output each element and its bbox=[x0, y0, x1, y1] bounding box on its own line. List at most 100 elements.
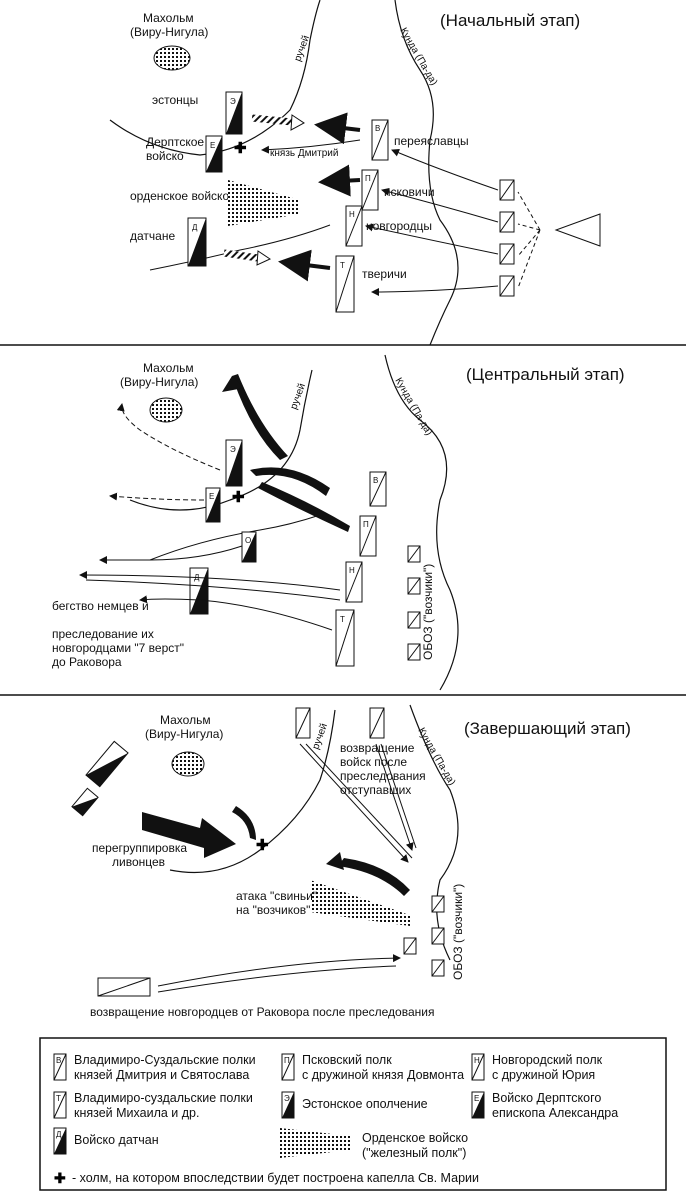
svg-text:Т: Т bbox=[340, 615, 345, 624]
svg-text:П: П bbox=[284, 1056, 290, 1065]
river-line bbox=[409, 704, 459, 961]
reserve-units bbox=[499, 179, 515, 297]
baggage-train-final bbox=[403, 895, 445, 977]
attack-arrow bbox=[278, 249, 331, 282]
panel-initial-stage: (Начальный этап) Махольм (Виру-Нигула) р… bbox=[109, 0, 601, 346]
march-arrow bbox=[381, 187, 499, 223]
return-arrow bbox=[375, 743, 414, 851]
legend-item-order: Орденское войско ("железный полк") bbox=[280, 1128, 468, 1160]
chapel-cross-icon: ✚ bbox=[54, 1170, 66, 1186]
svg-text:Эстонское ополчение: Эстонское ополчение bbox=[302, 1097, 428, 1111]
novgorod-return-arrow bbox=[157, 954, 401, 987]
main-advance-arrow bbox=[554, 213, 601, 247]
hill-name: Махольм bbox=[143, 11, 194, 25]
hill-marker bbox=[153, 45, 191, 71]
unit-estonians: Э bbox=[225, 91, 243, 135]
svg-text:В: В bbox=[56, 1056, 61, 1065]
label-flight-4: до Раковора bbox=[52, 655, 122, 669]
legend-item-dorpat: Е Войско Дерптского епископа Александра bbox=[471, 1091, 618, 1120]
svg-text:епископа Александра: епископа Александра bbox=[492, 1106, 618, 1120]
regroup-curl bbox=[232, 806, 256, 840]
attack-arrow bbox=[318, 164, 361, 197]
unit-order-central: О bbox=[241, 531, 257, 563]
svg-text:П: П bbox=[365, 174, 371, 183]
stage-title-final: (Завершающий этап) bbox=[464, 719, 631, 738]
regroup-arrow bbox=[142, 812, 236, 858]
unit-v-central: В bbox=[369, 471, 387, 507]
hill-name: Махольм bbox=[143, 361, 194, 375]
unit-t-central: Т bbox=[335, 609, 355, 667]
river-line bbox=[394, 0, 459, 346]
unit-pskov: П bbox=[361, 169, 379, 211]
unit-regroup bbox=[71, 740, 129, 817]
label-regroup-2: ливонцев bbox=[112, 855, 165, 869]
legend: В Владимиро-Суздальские полки князей Дми… bbox=[39, 1037, 667, 1191]
retreat-path bbox=[116, 403, 221, 471]
label-return-1: возвращение bbox=[340, 741, 415, 755]
prince-dmitry-arrow bbox=[261, 139, 361, 154]
svg-text:Е: Е bbox=[210, 141, 215, 150]
baggage-train-label: ОБОЗ ("возчики") bbox=[421, 564, 435, 660]
chapel-cross-icon: ✚ bbox=[256, 837, 269, 854]
svg-text:с дружиной Юрия: с дружиной Юрия bbox=[492, 1068, 595, 1082]
stream-line bbox=[109, 0, 321, 156]
svg-text:Э: Э bbox=[284, 1094, 290, 1103]
hill-marker bbox=[171, 751, 205, 777]
attack-wedge bbox=[232, 374, 288, 460]
pursuit-path bbox=[85, 579, 341, 601]
svg-text:Э: Э bbox=[230, 445, 236, 454]
pursuit-path bbox=[139, 595, 333, 631]
svg-text:Е: Е bbox=[209, 492, 214, 501]
stage-title-initial: (Начальный этап) bbox=[440, 11, 580, 30]
hill-alt-name: (Виру-Нигула) bbox=[145, 727, 223, 741]
label-dorpat-1: Дерптское bbox=[146, 135, 204, 149]
arrowhead bbox=[222, 376, 244, 392]
baggage-train-central bbox=[407, 545, 421, 661]
label-regroup-1: перегруппировка bbox=[92, 841, 187, 855]
stream-label: ручей bbox=[310, 722, 330, 751]
retreat-path bbox=[109, 492, 205, 501]
label-pig-1: атака "свиньи" bbox=[236, 889, 317, 903]
svg-text:Владимиро-суздальские полки: Владимиро-суздальские полки bbox=[74, 1091, 253, 1105]
svg-text:Е: Е bbox=[474, 1094, 479, 1103]
unit-dorpat: Е bbox=[205, 135, 223, 173]
legend-item-v: В Владимиро-Суздальские полки князей Дми… bbox=[53, 1053, 256, 1082]
svg-text:Орденское войско: Орденское войско bbox=[362, 1131, 468, 1145]
order-wedge-pig bbox=[310, 880, 412, 926]
stage-title-central: (Центральный этап) bbox=[466, 365, 625, 384]
pig-attack-arrow bbox=[338, 858, 410, 896]
novgorod-return-arrow bbox=[157, 965, 397, 993]
svg-text:князей Дмитрия и Святослава: князей Дмитрия и Святослава bbox=[74, 1068, 249, 1082]
label-return-4: отступавших bbox=[340, 783, 411, 797]
label-dorpat-2: войско bbox=[146, 149, 184, 163]
legend-item-cross: ✚ - холм, на котором впоследствии будет … bbox=[54, 1170, 479, 1186]
arrowhead bbox=[290, 114, 305, 131]
panel-central-stage: (Центральный этап) Махольм (Виру-Нигула)… bbox=[52, 354, 625, 691]
unit-danes-central: Д bbox=[189, 567, 209, 615]
unit-tver: Т bbox=[335, 255, 355, 313]
river-label: Кунда (Па-да) bbox=[397, 26, 439, 88]
hill-alt-name: (Виру-Нигула) bbox=[130, 25, 208, 39]
panel-final-stage: (Завершающий этап) Махольм (Виру-Нигула)… bbox=[71, 704, 631, 1019]
label-tver: тверичи bbox=[362, 267, 407, 281]
unit-novgorod-return bbox=[97, 977, 151, 997]
terrain-line bbox=[149, 224, 331, 271]
label-danes: датчане bbox=[130, 229, 175, 243]
svg-text:Н: Н bbox=[349, 566, 355, 575]
svg-text:Войско Дерптского: Войско Дерптского bbox=[492, 1091, 601, 1105]
stream-line bbox=[129, 369, 313, 511]
pursuit-path bbox=[79, 571, 341, 591]
label-novgorod-return: возвращение новгородцев от Раковора посл… bbox=[90, 1005, 434, 1019]
legend-item-p: П Псковский полк с дружиной князя Довмон… bbox=[281, 1053, 464, 1082]
svg-text:Д: Д bbox=[192, 223, 198, 232]
unit-novgorod: Н bbox=[345, 205, 363, 247]
label-order: орденское войско bbox=[130, 189, 229, 203]
legend-frame bbox=[39, 1037, 667, 1191]
river-label: Кунда (Па-да) bbox=[392, 376, 434, 438]
legend-item-n: Н Новгородский полк с дружиной Юрия bbox=[471, 1053, 603, 1082]
attack-wedge bbox=[250, 467, 330, 496]
svg-text:Войско датчан: Войско датчан bbox=[74, 1133, 159, 1147]
unit-n-central: Н bbox=[345, 561, 363, 603]
svg-text:с дружиной князя Довмонта: с дружиной князя Довмонта bbox=[302, 1068, 464, 1082]
